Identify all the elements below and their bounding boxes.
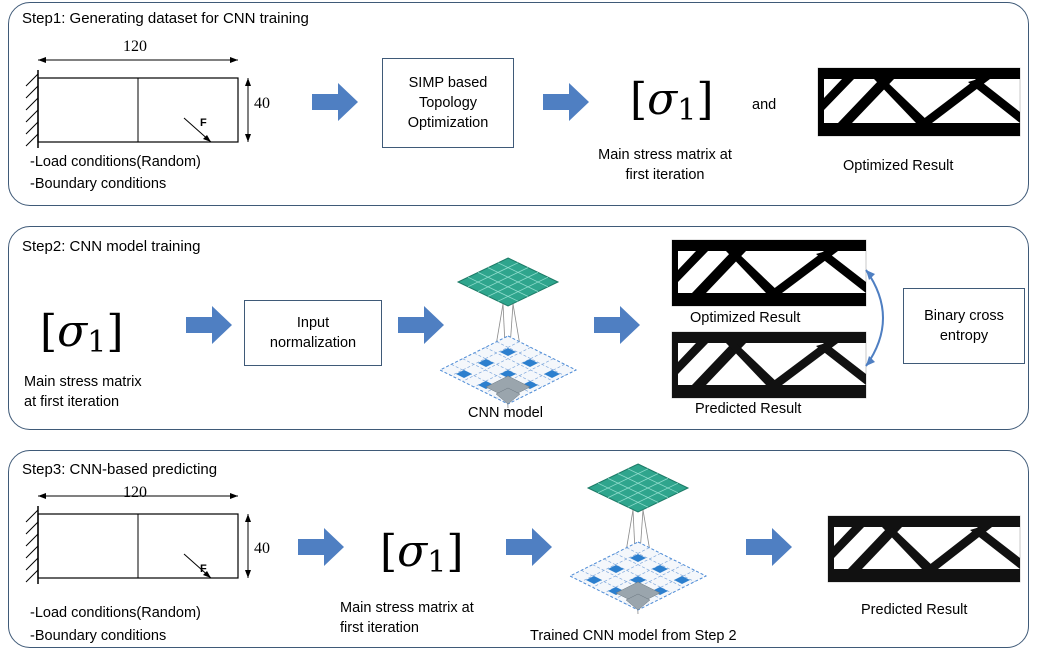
step3-stress-caption-1: Main stress matrix at <box>340 600 474 616</box>
step2-normalization-box: Input normalization <box>244 300 382 366</box>
step3-load-conditions: -Load conditions(Random) <box>30 605 201 621</box>
step1-stress-symbol: [σ1] <box>630 74 714 129</box>
step3-cnn-caption: Trained CNN model from Step 2 <box>530 628 737 644</box>
step1-simp-box: SIMP based Topology Optimization <box>382 58 514 148</box>
step3-title: Step3: CNN-based predicting <box>22 461 218 478</box>
step1-arrow-2 <box>543 83 589 121</box>
step1-boundary-conditions: -Boundary conditions <box>30 176 167 192</box>
step3-beam-height-label: 40 <box>254 540 270 557</box>
step3-stress-caption-2: first iteration <box>340 620 419 636</box>
step2-optimized-caption: Optimized Result <box>690 310 801 326</box>
loss-line-2: entropy <box>939 328 989 344</box>
step2-sigma: σ <box>57 306 88 357</box>
step2-title: Step2: CNN model training <box>22 238 201 255</box>
step1-sigma-sub: 1 <box>677 93 697 128</box>
step1-load-conditions: -Load conditions(Random) <box>30 154 201 170</box>
step2-stress-caption: Main stress matrix at first iteration <box>24 372 142 412</box>
step1-and-label: and <box>752 97 777 113</box>
simp-line-3: Optimization <box>407 115 489 131</box>
step3-cnn-model-graphic <box>569 463 707 615</box>
step3-arrow-1 <box>298 528 344 566</box>
step1-title: Step1: Generating dataset for CNN traini… <box>22 10 309 27</box>
step1-force-label: F <box>200 117 207 129</box>
step1-stress-caption: Main stress matrix at first iteration <box>575 145 755 185</box>
step2-predicted-caption: Predicted Result <box>695 401 802 417</box>
norm-line-2: normalization <box>269 335 357 351</box>
step1-beam-height-label: 40 <box>254 95 270 112</box>
step3-arrow-3 <box>746 528 792 566</box>
simp-line-2: Topology <box>418 95 478 111</box>
step1-stress-caption-1: Main stress matrix at <box>598 147 732 163</box>
step2-stress-caption-2: at first iteration <box>24 394 120 410</box>
step3-boundary-conditions: -Boundary conditions <box>30 628 167 644</box>
step3-stress-caption: Main stress matrix at first iteration <box>340 598 474 638</box>
step2-stress-caption-1: Main stress matrix <box>24 374 142 390</box>
step2-arrow-1 <box>186 306 232 344</box>
step1-sigma: σ <box>647 74 678 125</box>
step3-predicted-result-image <box>827 515 1021 583</box>
step2-cnn-caption: CNN model <box>468 405 543 421</box>
step1-optimized-result-image <box>817 67 1021 137</box>
step3-result-caption: Predicted Result <box>861 602 968 618</box>
step1-beam-width-label: 120 <box>123 38 147 55</box>
step1-result-caption: Optimized Result <box>843 158 954 174</box>
step1-beam-diagram <box>25 56 252 149</box>
step2-stress-symbol: [σ1] <box>40 306 124 361</box>
step2-sigma-sub: 1 <box>87 325 107 360</box>
step2-loss-box: Binary cross entropy <box>903 288 1025 364</box>
step3-beam-width-label: 120 <box>123 484 147 501</box>
step2-arrow-2 <box>398 306 444 344</box>
step3-arrow-2 <box>506 528 552 566</box>
loss-line-1: Binary cross <box>924 308 1004 324</box>
step1-arrow-1 <box>312 83 358 121</box>
step3-sigma: σ <box>397 526 428 577</box>
step2-comparison-arrow <box>865 269 884 367</box>
step1-stress-caption-2: first iteration <box>625 167 705 183</box>
step2-optimized-result-image <box>671 239 867 307</box>
step3-beam-diagram <box>25 492 252 585</box>
simp-line-1: SIMP based <box>408 75 488 91</box>
step3-force-label: F <box>200 563 207 575</box>
step2-predicted-result-image <box>671 331 867 399</box>
norm-line-1: Input <box>296 315 330 331</box>
step3-sigma-sub: 1 <box>427 545 447 580</box>
step3-stress-symbol: [σ1] <box>380 526 464 581</box>
step2-cnn-model-graphic <box>439 257 577 409</box>
step2-arrow-3 <box>594 306 640 344</box>
